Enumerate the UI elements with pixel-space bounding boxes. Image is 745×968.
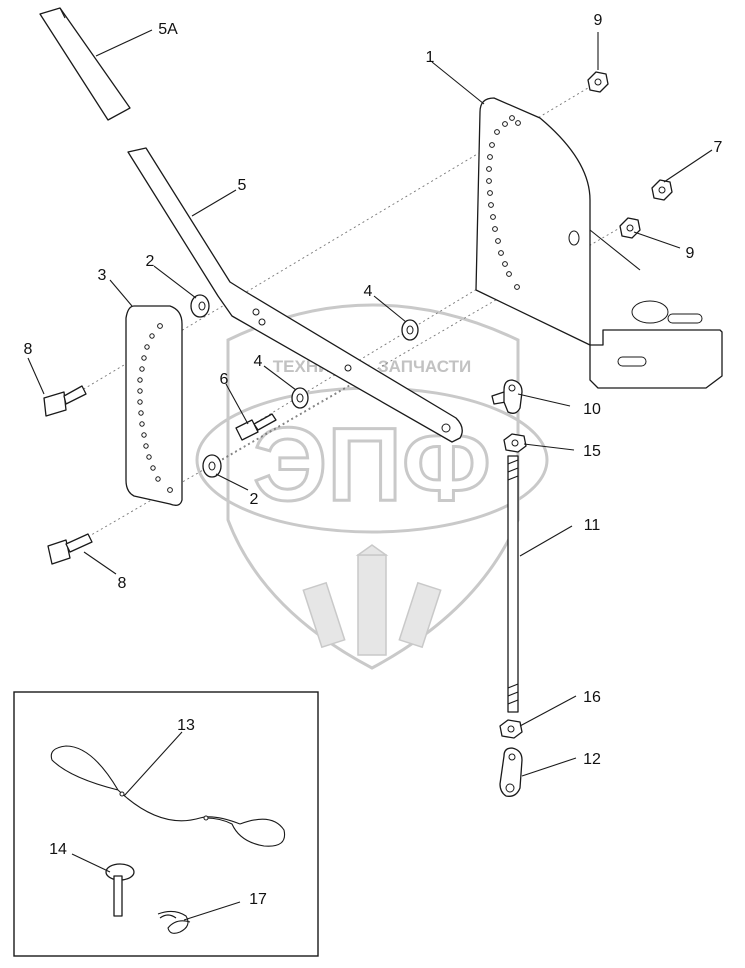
leader-lines (27, 29, 713, 921)
callout-10: 10 (583, 401, 601, 418)
part-15-nut (503, 433, 527, 453)
part-2-spacer-lower (202, 454, 222, 478)
plate-adjustment-holes (137, 323, 173, 493)
callout-12: 12 (583, 751, 601, 768)
callout-9-lower: 9 (686, 245, 695, 262)
callout-4-right: 4 (364, 283, 373, 300)
callout-16: 16 (583, 689, 601, 706)
part-1-bracket (475, 97, 723, 389)
part-16-nut (499, 719, 523, 739)
part-13-lanyard (50, 745, 286, 847)
callout-11: 11 (584, 517, 601, 534)
part-5a-grip (39, 7, 131, 121)
callout-13: 13 (177, 717, 195, 734)
callout-14: 14 (49, 841, 67, 858)
callout-2-upper: 2 (146, 253, 155, 270)
part-5-lever (127, 147, 463, 443)
callout-17: 17 (249, 891, 267, 908)
callout-9-upper: 9 (594, 12, 603, 29)
callout-15: 15 (583, 443, 601, 460)
callout-3: 3 (98, 267, 107, 284)
watermark-shield (226, 303, 520, 670)
part-9-nut-upper (587, 71, 609, 93)
part-3-plate (125, 305, 183, 506)
callout-labels: 5A 1 9 7 9 5 2 3 4 4 6 8 8 2 10 15 11 16… (24, 12, 723, 908)
bracket-adjustment-holes (486, 115, 521, 290)
watermark-wheat-icon (302, 544, 442, 656)
callout-1: 1 (426, 49, 435, 66)
part-10-ball-joint (491, 379, 523, 414)
part-4-washer-right (401, 319, 419, 341)
callout-6: 6 (220, 371, 229, 388)
part-2-spacer-upper (190, 294, 210, 318)
callout-8-upper: 8 (24, 341, 33, 358)
part-8-bolt-upper (43, 385, 87, 417)
callout-8-lower: 8 (118, 575, 127, 592)
callout-5a: 5A (158, 21, 178, 38)
part-4-washer-left (291, 387, 309, 409)
part-12-rod-end (499, 747, 523, 797)
callout-5: 5 (238, 177, 247, 194)
part-17-clip (157, 910, 191, 934)
callout-4-left: 4 (254, 353, 263, 370)
part-9-nut-lower (619, 217, 641, 239)
callout-7: 7 (714, 139, 723, 156)
callout-2-lower: 2 (250, 491, 259, 508)
part-14-pin (105, 863, 135, 917)
detail-inset (13, 691, 319, 957)
part-11-rod (507, 455, 519, 713)
part-7-nut (651, 179, 673, 201)
part-8-bolt-lower (47, 533, 93, 565)
watermark: ТЕХНИКА ☼ ЗАПЧАСТИ ЭПФ (195, 303, 549, 670)
